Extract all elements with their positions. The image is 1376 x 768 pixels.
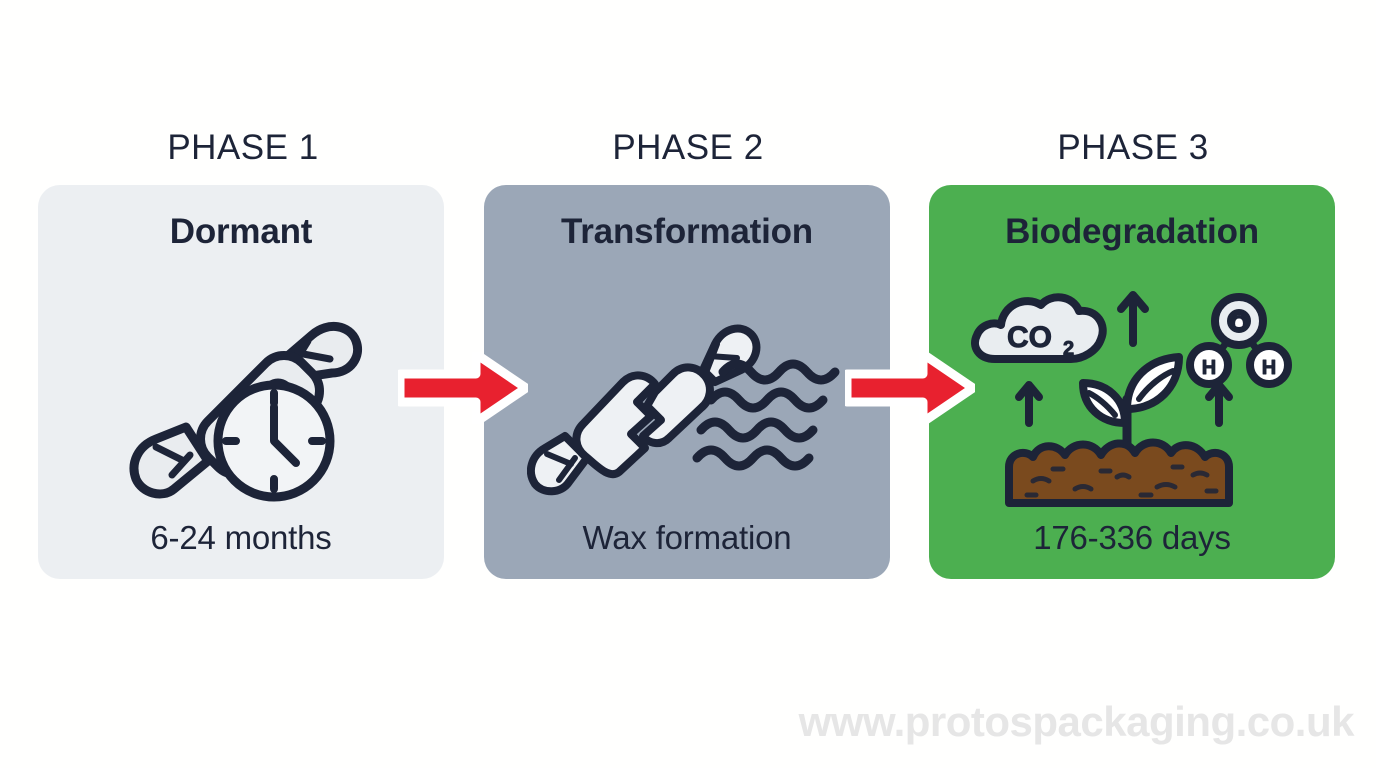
co2-subscript: 2: [1063, 338, 1074, 360]
phase-label-2: PHASE 2: [612, 128, 764, 167]
phase-card-dormant: Dormant: [38, 185, 444, 579]
phase-label-1: PHASE 1: [167, 128, 319, 167]
oxygen-label: O: [1230, 311, 1247, 336]
arrow-phase1-to-phase2: [395, 349, 531, 427]
arrow-phase2-to-phase3: [842, 349, 978, 427]
soil-sprout-co2-h2o-icon: CO 2 O H H: [929, 271, 1335, 521]
breaking-wrapper-waves-icon: [484, 271, 890, 521]
site-watermark: www.protospackaging.co.uk: [798, 698, 1355, 745]
wrapped-candy-clock-icon: [38, 271, 444, 521]
phase-label-3: PHASE 3: [1057, 128, 1209, 167]
hydrogen-left-label: H: [1202, 357, 1216, 379]
hydrogen-right-label: H: [1262, 357, 1276, 379]
phase-card-title: Biodegradation: [1005, 212, 1259, 251]
co2-label: CO: [1007, 321, 1052, 354]
phase-card-biodegradation: Biodegradation CO 2: [929, 185, 1335, 579]
phase-card-footer: 176-336 days: [1033, 519, 1231, 556]
phase-card-transformation: Transformation: [484, 185, 890, 579]
phase-card-footer: 6-24 months: [150, 519, 332, 556]
phase-card-footer: Wax formation: [582, 519, 792, 556]
phase-card-title: Transformation: [561, 212, 813, 251]
phase-card-title: Dormant: [169, 212, 313, 251]
